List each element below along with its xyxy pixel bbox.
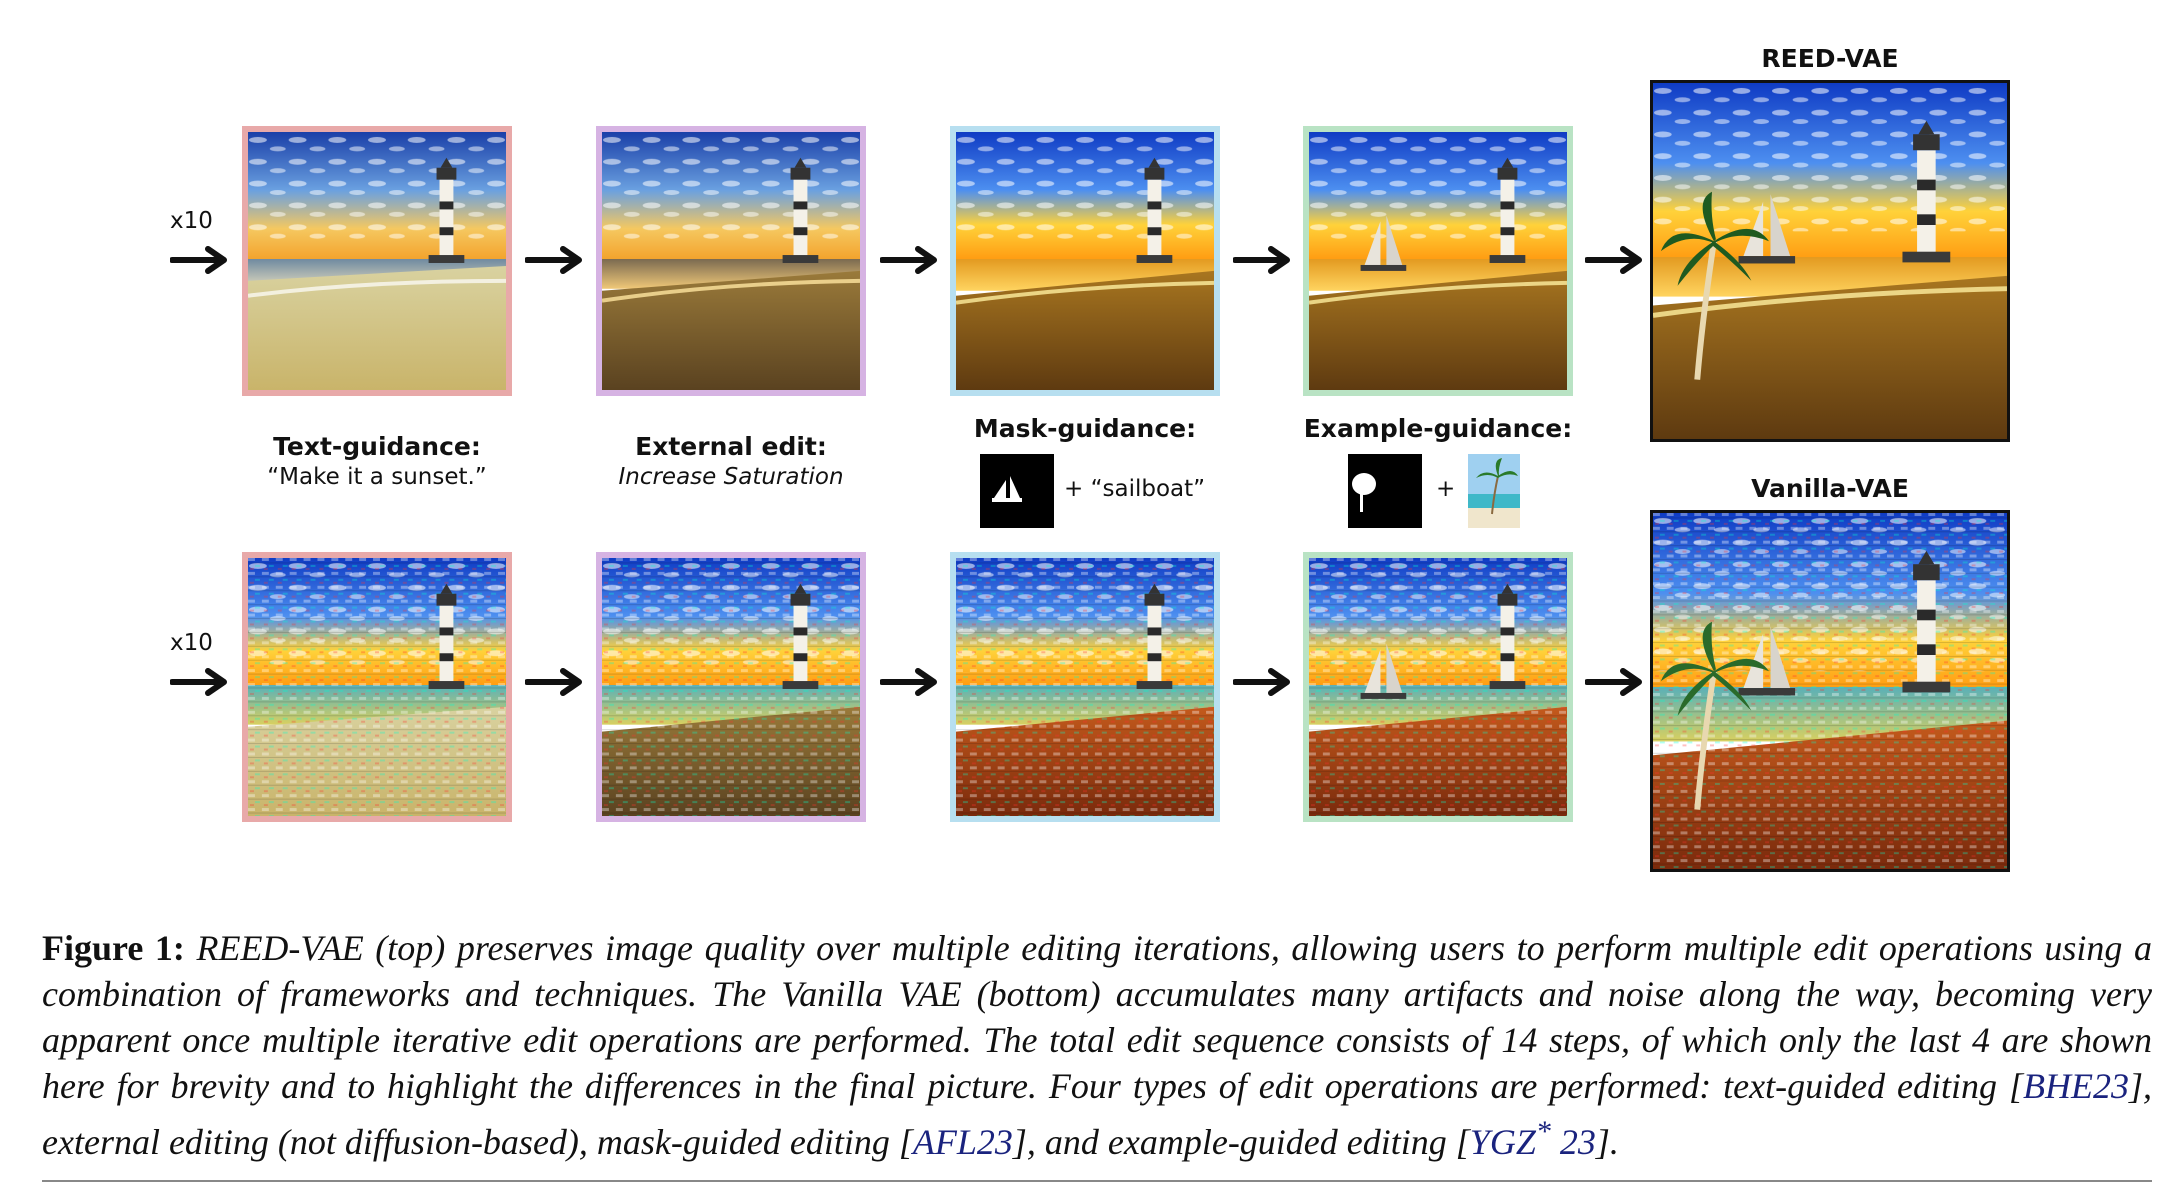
reed-vae-title: REED-VAE: [1761, 44, 1899, 73]
step-detail-example-guidance: +: [1436, 476, 1456, 502]
step-detail-mask-guidance: + “sailboat”: [1064, 476, 1206, 502]
top-arrow-icon-4: [1585, 245, 1645, 275]
palm-example-image: [1468, 454, 1520, 528]
bottom-arrow-icon-4: [1585, 667, 1645, 697]
caption-text-2: ], external editing (not diffusion-based…: [42, 1066, 2152, 1162]
figure-caption: Figure 1: REED-VAE (top) preserves image…: [42, 925, 2152, 1165]
top-arrow-icon-0: [170, 245, 230, 275]
bottom-arrow-icon-0: [170, 667, 230, 697]
bottom-arrow-icon-3: [1233, 667, 1293, 697]
step-detail-text-guidance: “Make it a sunset.”: [267, 464, 487, 490]
step-title-external-edit: External edit:: [635, 432, 827, 461]
bottom-arrow-icon-1: [525, 667, 585, 697]
reed-vae-final-image: [1650, 80, 2010, 442]
top-step-image-external-edit: [596, 126, 866, 396]
citation-ygz23[interactable]: YGZ* 23: [1469, 1115, 1596, 1162]
caption-text-3: ], and example-guided editing [: [1012, 1122, 1470, 1162]
top-iterations-label: x10: [170, 208, 213, 234]
citation-ygz23-year: 23: [1550, 1122, 1596, 1162]
bottom-arrow-icon-2: [880, 667, 940, 697]
caption-text-1: REED-VAE (top) preserves image quality o…: [42, 928, 2152, 1106]
vanilla-vae-final-image: [1650, 510, 2010, 872]
citation-afl23[interactable]: AFL23: [912, 1122, 1013, 1162]
step-title-example-guidance: Example-guidance:: [1303, 414, 1573, 443]
top-step-image-text-guidance: [242, 126, 512, 396]
sailboat-mask-image: [980, 454, 1054, 528]
citation-bhe23[interactable]: BHE23: [2023, 1066, 2129, 1106]
bottom-step-image-mask-guidance: [950, 552, 1220, 822]
top-arrow-icon-2: [880, 245, 940, 275]
top-step-image-mask-guidance: [950, 126, 1220, 396]
bottom-step-image-text-guidance: [242, 552, 512, 822]
caption-text-4: ].: [1595, 1122, 1619, 1162]
bottom-rule: [42, 1180, 2152, 1182]
step-title-text-guidance: Text-guidance:: [273, 432, 481, 461]
top-arrow-icon-3: [1233, 245, 1293, 275]
citation-ygz23-sup: *: [1535, 1115, 1551, 1148]
palm-mask-image: [1348, 454, 1422, 528]
top-arrow-icon-1: [525, 245, 585, 275]
bottom-step-image-example-guidance: [1303, 552, 1573, 822]
bottom-iterations-label: x10: [170, 630, 213, 656]
step-detail-external-edit: Increase Saturation: [618, 464, 844, 490]
figure-label: Figure 1:: [42, 928, 185, 968]
citation-ygz23-author: YGZ: [1469, 1122, 1536, 1162]
step-title-mask-guidance: Mask-guidance:: [973, 414, 1197, 443]
bottom-step-image-external-edit: [596, 552, 866, 822]
vanilla-vae-title: Vanilla-VAE: [1751, 474, 1909, 503]
top-step-image-example-guidance: [1303, 126, 1573, 396]
